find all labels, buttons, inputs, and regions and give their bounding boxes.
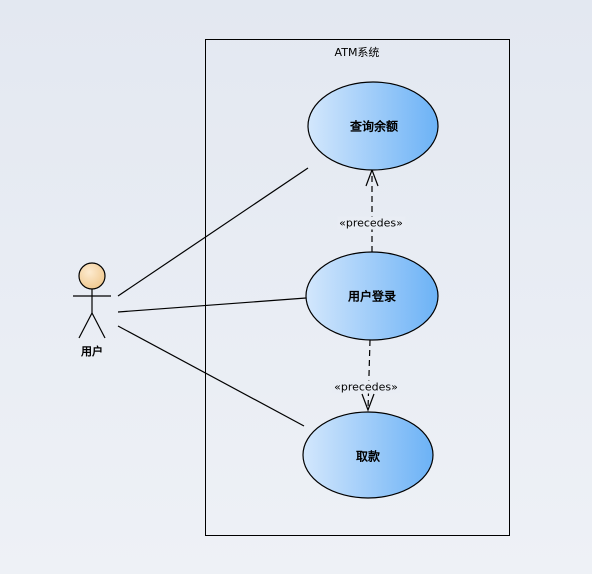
use-case-withdraw[interactable] <box>302 411 434 499</box>
actor-head <box>78 262 106 290</box>
use-case-login[interactable] <box>305 251 439 341</box>
association-query-balance[interactable] <box>117 167 309 297</box>
actor-name: 用户 <box>81 345 103 358</box>
association-login[interactable] <box>117 297 307 313</box>
actor-right-leg <box>91 312 106 339</box>
association-withdraw[interactable] <box>117 325 305 427</box>
actor-left-leg <box>78 312 93 339</box>
arrowhead-withdraw <box>361 393 375 412</box>
system-title: ATM系统 <box>334 46 380 59</box>
use-case-query-balance[interactable] <box>307 81 439 171</box>
actor-figure[interactable] <box>73 262 111 339</box>
dependency-precedes-withdraw[interactable] <box>367 339 371 411</box>
stereotype-precedes-query: «precedes» <box>337 216 405 230</box>
use-case-withdraw-label: 取款 <box>355 449 381 464</box>
system-boundary[interactable] <box>205 39 510 536</box>
use-case-query-balance-label: 查询余额 <box>349 119 399 134</box>
use-case-login-label: 用户登录 <box>347 289 397 304</box>
stereotype-precedes-withdraw: «precedes» <box>332 380 400 394</box>
